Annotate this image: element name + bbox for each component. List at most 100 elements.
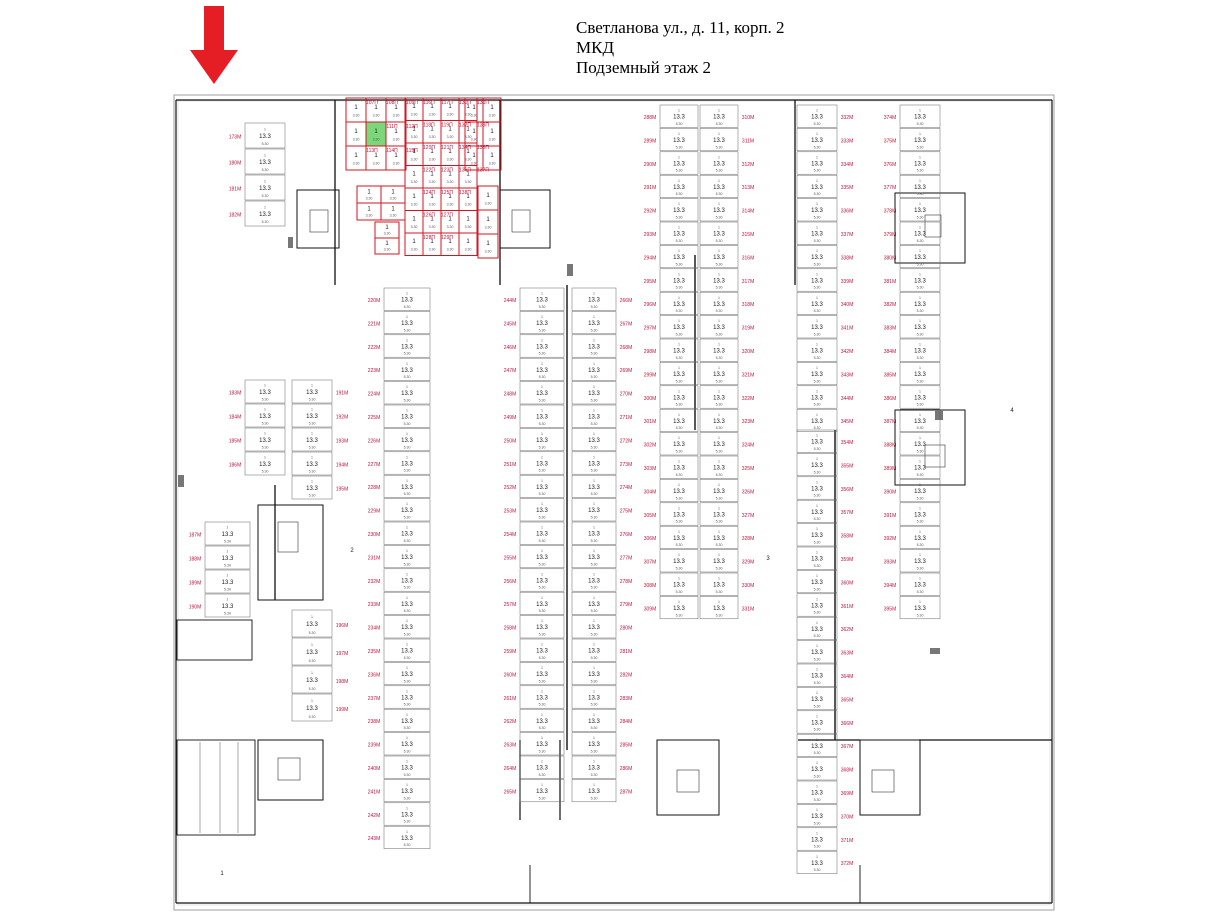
parking-stall (291, 379, 333, 404)
stall-index: 1 (541, 572, 543, 576)
stall-area: 13.3 (713, 115, 725, 121)
stall-index: 1 (541, 783, 543, 787)
parking-stall (383, 521, 431, 545)
parking-stall (383, 311, 431, 335)
stall-dimension: 5.30 (591, 515, 598, 519)
stall-area: 13.3 (536, 461, 548, 467)
stall-index: 1 (678, 600, 680, 604)
stall-index: 1 (406, 760, 408, 764)
stall-area: 13.3 (588, 695, 600, 701)
stall-index: 1 (816, 457, 818, 461)
stall-index: 1 (718, 389, 720, 393)
stall-dimension: 5.30 (814, 122, 821, 126)
stall-area: 13.3 (588, 508, 600, 514)
stall-area: 13.3 (259, 390, 271, 396)
parking-stall (796, 476, 838, 500)
stall-area: 13.3 (588, 578, 600, 584)
stall-area: 13.3 (588, 461, 600, 467)
parking-stall (519, 591, 565, 615)
parking-stall (659, 268, 699, 292)
stall-index: 1 (678, 506, 680, 510)
parking-stall (796, 663, 838, 687)
parking-stall (291, 665, 333, 694)
storage-label: 118П (423, 123, 435, 129)
parking-stall (383, 568, 431, 592)
parking-stall (796, 710, 838, 734)
storage-label: 122П (423, 168, 435, 174)
stall-index: 1 (593, 502, 595, 506)
stall-dimension: 5.30 (814, 657, 821, 661)
stall-label: 284М (620, 719, 633, 725)
stall-area: 13.3 (673, 372, 685, 378)
stall-area: 13.3 (588, 766, 600, 772)
stall-area: 13.3 (673, 115, 685, 121)
stall-label: 234М (368, 626, 381, 632)
parking-stall (383, 334, 431, 358)
stall-area: 13.3 (673, 208, 685, 214)
stall-label: 341М (841, 326, 854, 332)
stall-area: 13.3 (914, 232, 926, 238)
stall-dimension: 5.30 (591, 539, 598, 543)
stall-index: 1 (678, 483, 680, 487)
stall-index: 1 (406, 409, 408, 413)
stall-label: 394М (884, 583, 897, 589)
parking-stall (571, 311, 617, 335)
parking-stall (796, 780, 838, 804)
storage-index: 1 (385, 241, 389, 247)
stall-label: 191М (336, 390, 349, 396)
stall-index: 1 (593, 432, 595, 436)
stall-label: 355М (841, 463, 854, 469)
stall-area: 13.3 (713, 325, 725, 331)
stall-index: 1 (919, 600, 921, 604)
stall-label: 246М (504, 345, 517, 351)
floor-line: Подземный этаж 2 (576, 58, 712, 77)
storage-index: 1 (472, 129, 476, 135)
arrow-down-icon (190, 6, 238, 84)
stall-index: 1 (264, 179, 266, 183)
stall-area: 13.3 (401, 578, 413, 584)
stall-dimension: 5.30 (917, 566, 924, 570)
stall-dimension: 5.30 (917, 262, 924, 266)
storage-area: 3.30 (465, 158, 472, 162)
stall-label: 325М (742, 466, 755, 472)
stall-dimension: 5.30 (404, 305, 411, 309)
parking-stall (796, 804, 838, 828)
stall-label: 290М (644, 162, 657, 168)
stall-area: 13.3 (401, 695, 413, 701)
stall-area: 13.3 (811, 440, 823, 446)
parking-stall (899, 432, 941, 456)
parking-stall (571, 521, 617, 545)
stall-area: 13.3 (401, 391, 413, 397)
stall-label: 309М (644, 606, 657, 612)
stall-dimension: 5.30 (404, 632, 411, 636)
zone-number: 2 (350, 548, 354, 554)
stall-label: 365М (841, 697, 854, 703)
stall-dimension: 5.30 (404, 586, 411, 590)
stall-label: 307М (644, 560, 657, 566)
stall-index: 1 (816, 831, 818, 835)
stall-area: 13.3 (401, 649, 413, 655)
stall-area: 13.3 (811, 208, 823, 214)
storage-area: 3.30 (353, 138, 360, 142)
stall-label: 326М (742, 489, 755, 495)
stall-index: 1 (406, 338, 408, 342)
stall-area: 13.3 (914, 559, 926, 565)
parking-stall (571, 615, 617, 639)
stall-dimension: 5.30 (404, 375, 411, 379)
stall-index: 1 (593, 572, 595, 576)
stall-label: 282М (620, 672, 633, 678)
stall-dimension: 5.30 (676, 520, 683, 524)
storage-area: 3.30 (429, 113, 436, 117)
stall-index: 1 (406, 362, 408, 366)
stall-area: 13.3 (536, 789, 548, 795)
stall-index: 1 (718, 436, 720, 440)
stall-dimension: 5.30 (676, 169, 683, 173)
stall-dimension: 5.30 (224, 539, 231, 543)
stall-dimension: 5.30 (262, 142, 269, 146)
parking-stall (383, 381, 431, 405)
parking-stall (383, 755, 431, 779)
stall-label: 386М (884, 396, 897, 402)
stall-dimension: 5.30 (309, 469, 316, 473)
stall-index: 1 (816, 621, 818, 625)
stall-dimension: 5.30 (404, 352, 411, 356)
